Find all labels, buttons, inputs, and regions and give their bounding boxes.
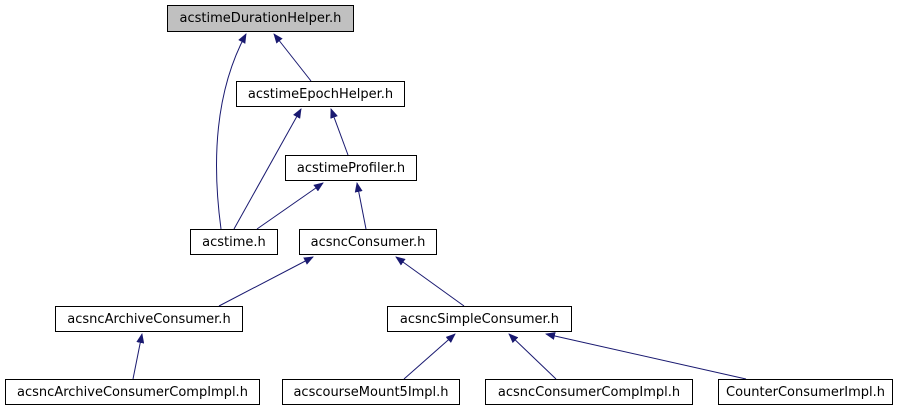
- node-acsncArchiveConsumerCompImpl[interactable]: acsncArchiveConsumerCompImpl.h: [5, 379, 260, 405]
- edge-acsncConsumer-to-acstimeProfiler: [354, 182, 367, 230]
- node-acstime[interactable]: acstime.h: [190, 229, 278, 255]
- node-acsncSimpleConsumer[interactable]: acsncSimpleConsumer.h: [387, 306, 572, 332]
- edge-acsncSimpleConsumer-to-acsncConsumer: [395, 256, 465, 307]
- edge-acstime-to-acstimeDurationHelper: [216, 33, 247, 230]
- node-CounterConsumerImpl[interactable]: CounterConsumerImpl.h: [718, 379, 893, 405]
- edge-acsncConsumerCompImpl-to-acsncSimpleConsumer: [508, 333, 557, 380]
- edge-acstime-to-acstimeEpochHelper: [233, 108, 302, 230]
- edge-acscourseMount5Impl-to-acsncSimpleConsumer: [403, 333, 456, 380]
- node-acstimeEpochHelper[interactable]: acstimeEpochHelper.h: [236, 81, 405, 107]
- node-acstimeDurationHelper: acstimeDurationHelper.h: [167, 5, 354, 32]
- edge-acstimeProfiler-to-acstimeEpochHelper: [330, 108, 349, 156]
- edge-acstime-to-acstimeProfiler: [256, 182, 324, 230]
- edge-CounterConsumerImpl-to-acsncSimpleConsumer: [545, 332, 747, 380]
- node-acsncArchiveConsumer[interactable]: acsncArchiveConsumer.h: [55, 306, 243, 332]
- edge-acsncArchiveConsumer-to-acsncConsumer: [218, 256, 314, 307]
- node-acstimeProfiler[interactable]: acstimeProfiler.h: [285, 155, 417, 181]
- node-acsncConsumer[interactable]: acsncConsumer.h: [299, 229, 437, 255]
- edge-acstimeEpochHelper-to-acstimeDurationHelper: [273, 33, 312, 82]
- node-acscourseMount5Impl[interactable]: acscourseMount5Impl.h: [282, 379, 460, 405]
- edge-acsncArchiveConsumerCompImpl-to-acsncArchiveConsumer: [132, 333, 145, 380]
- node-acsncConsumerCompImpl[interactable]: acsncConsumerCompImpl.h: [485, 379, 693, 405]
